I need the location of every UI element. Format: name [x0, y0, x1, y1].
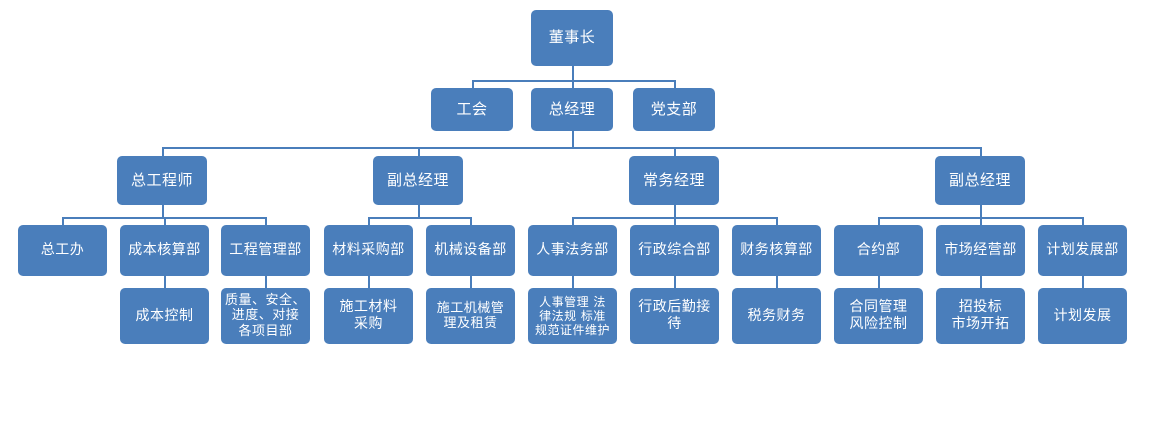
- connector-drop-admin-general: [674, 217, 676, 225]
- node-cost-accounting[interactable]: 成本核算部: [120, 225, 209, 276]
- node-general-manager[interactable]: 总经理: [531, 88, 613, 131]
- connector-drop-general-manager: [572, 80, 574, 88]
- node-admin-general[interactable]: 行政综合部: [630, 225, 719, 276]
- node-bidding-market-label: 招投标 市场开拓: [951, 299, 1010, 332]
- connector-bus-deputy-manager-1: [368, 217, 471, 219]
- node-admin-general-label: 行政综合部: [638, 242, 711, 259]
- node-chief-eng-office[interactable]: 总工办: [18, 225, 107, 276]
- node-machinery-equip[interactable]: 机械设备部: [426, 225, 515, 276]
- connector-drop-machinery-equip: [470, 217, 472, 225]
- node-contract-dept[interactable]: 合约部: [834, 225, 923, 276]
- connector-stem-tax-finance: [776, 276, 778, 288]
- connector-stem-construction-mat: [368, 276, 370, 288]
- node-chairman[interactable]: 董事长: [531, 10, 613, 66]
- node-admin-logistics[interactable]: 行政后勤接 待: [630, 288, 719, 344]
- node-plan-dev-sub[interactable]: 计划发展: [1038, 288, 1127, 344]
- node-chief-eng-office-label: 总工办: [40, 242, 85, 259]
- node-general-manager-label: 总经理: [548, 99, 596, 118]
- node-deputy-manager-2-label: 副总经理: [948, 170, 1011, 189]
- node-party-branch[interactable]: 党支部: [633, 88, 715, 131]
- node-plan-development-label: 计划发展部: [1046, 242, 1119, 259]
- node-hr-mgmt[interactable]: 人事管理 法 律法规 标准 规范证件维护: [528, 288, 617, 344]
- node-quality-safety[interactable]: 质量、安全、 进度、对接 各项目部: [221, 288, 310, 344]
- node-bidding-market[interactable]: 招投标 市场开拓: [936, 288, 1025, 344]
- node-project-management[interactable]: 工程管理部: [221, 225, 310, 276]
- node-union[interactable]: 工会: [431, 88, 513, 131]
- connector-stem-bidding-market: [980, 276, 982, 288]
- node-deputy-manager-2[interactable]: 副总经理: [935, 156, 1025, 205]
- node-project-management-label: 工程管理部: [229, 242, 302, 259]
- node-hr-legal-label: 人事法务部: [536, 242, 609, 259]
- connector-stem-admin-logistics: [674, 276, 676, 288]
- node-plan-development[interactable]: 计划发展部: [1038, 225, 1127, 276]
- node-cost-control-label: 成本控制: [135, 307, 194, 324]
- node-contract-risk[interactable]: 合同管理 风险控制: [834, 288, 923, 344]
- node-tax-finance-label: 税务财务: [747, 307, 806, 324]
- connector-drop-hr-legal: [572, 217, 574, 225]
- connector-drop-executive-manager: [674, 147, 676, 156]
- connector-stem-hr-mgmt: [572, 276, 574, 288]
- connector-stem-construction-mach: [470, 276, 472, 288]
- connector-drop-contract-dept: [878, 217, 880, 225]
- node-contract-dept-label: 合约部: [856, 242, 901, 259]
- connector-drop-market-operation: [980, 217, 982, 225]
- connector-drop-project-management: [265, 217, 267, 225]
- connector-deputy-manager-1-stem: [418, 205, 420, 217]
- connector-chairman-stem: [572, 66, 574, 80]
- connector-drop-material-purchase: [368, 217, 370, 225]
- connector-drop-chief-engineer: [162, 147, 164, 156]
- node-plan-dev-sub-label: 计划发展: [1053, 307, 1112, 324]
- node-deputy-manager-1-label: 副总经理: [386, 170, 449, 189]
- node-construction-mach-label: 施工机械管 理及租赁: [436, 300, 505, 331]
- connector-stem-cost-control: [164, 276, 166, 288]
- connector-drop-finance-accounting: [776, 217, 778, 225]
- connector-deputy-manager-2-stem: [980, 205, 982, 217]
- connector-stem-contract-risk: [878, 276, 880, 288]
- connector-drop-cost-accounting: [164, 217, 166, 225]
- node-hr-legal[interactable]: 人事法务部: [528, 225, 617, 276]
- node-executive-manager[interactable]: 常务经理: [629, 156, 719, 205]
- node-machinery-equip-label: 机械设备部: [434, 242, 507, 259]
- node-hr-mgmt-label: 人事管理 法 律法规 标准 规范证件维护: [534, 294, 610, 338]
- connector-bus-level3: [162, 147, 980, 149]
- node-cost-control[interactable]: 成本控制: [120, 288, 209, 344]
- node-contract-risk-label: 合同管理 风险控制: [849, 299, 908, 332]
- connector-stem-plan-dev-sub: [1082, 276, 1084, 288]
- connector-general-manager-stem: [572, 131, 574, 147]
- node-tax-finance[interactable]: 税务财务: [732, 288, 821, 344]
- node-finance-accounting-label: 财务核算部: [740, 242, 813, 259]
- connector-drop-party-branch: [674, 80, 676, 88]
- node-construction-mat-label: 施工材料 采购: [339, 299, 398, 332]
- node-chairman-label: 董事长: [548, 28, 596, 47]
- connector-drop-deputy-manager-1: [418, 147, 420, 156]
- connector-drop-plan-development: [1082, 217, 1084, 225]
- node-executive-manager-label: 常务经理: [642, 170, 705, 189]
- node-party-branch-label: 党支部: [650, 99, 698, 118]
- node-market-operation[interactable]: 市场经营部: [936, 225, 1025, 276]
- node-material-purchase-label: 材料采购部: [332, 242, 405, 259]
- connector-stem-quality-safety: [265, 276, 267, 288]
- connector-drop-union: [472, 80, 474, 88]
- connector-chief-engineer-stem: [162, 205, 164, 217]
- node-cost-accounting-label: 成本核算部: [128, 242, 201, 259]
- node-chief-engineer[interactable]: 总工程师: [117, 156, 207, 205]
- node-quality-safety-label: 质量、安全、 进度、对接 各项目部: [224, 293, 306, 339]
- node-material-purchase[interactable]: 材料采购部: [324, 225, 413, 276]
- connector-drop-chief-eng-office: [62, 217, 64, 225]
- node-construction-mach[interactable]: 施工机械管 理及租赁: [426, 288, 515, 344]
- connector-drop-deputy-manager-2: [980, 147, 982, 156]
- node-admin-logistics-label: 行政后勤接 待: [638, 299, 711, 332]
- node-union-label: 工会: [456, 99, 488, 118]
- node-deputy-manager-1[interactable]: 副总经理: [373, 156, 463, 205]
- connector-executive-manager-stem: [674, 205, 676, 217]
- node-market-operation-label: 市场经营部: [944, 242, 1017, 259]
- node-finance-accounting[interactable]: 财务核算部: [732, 225, 821, 276]
- node-chief-engineer-label: 总工程师: [130, 170, 193, 189]
- node-construction-mat[interactable]: 施工材料 采购: [324, 288, 413, 344]
- connector-bus-chief-engineer: [62, 217, 265, 219]
